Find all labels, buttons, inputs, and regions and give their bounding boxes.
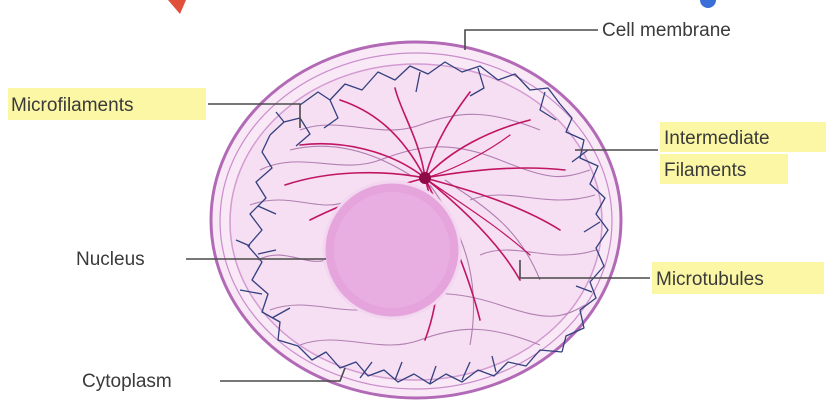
label-cytoplasm-text: Cytoplasm [82,371,172,392]
corner-dot-icon [700,0,716,8]
label-nucleus-text: Nucleus [76,249,145,270]
label-cell-membrane-text: Cell membrane [602,20,731,41]
cell [211,42,621,398]
label-microtubules-text: Microtubules [656,269,764,290]
label-cell-membrane: Cell membrane [465,20,731,50]
label-intermediate-line1-text: Intermediate [664,128,770,149]
leader-line-cell-membrane [465,30,598,50]
label-intermediate-line2-text: Filaments [664,160,746,181]
nucleus [324,182,460,318]
centrosome [419,172,431,184]
corner-arrow-icon [168,0,186,14]
label-microfilaments-text: Microfilaments [11,95,133,116]
